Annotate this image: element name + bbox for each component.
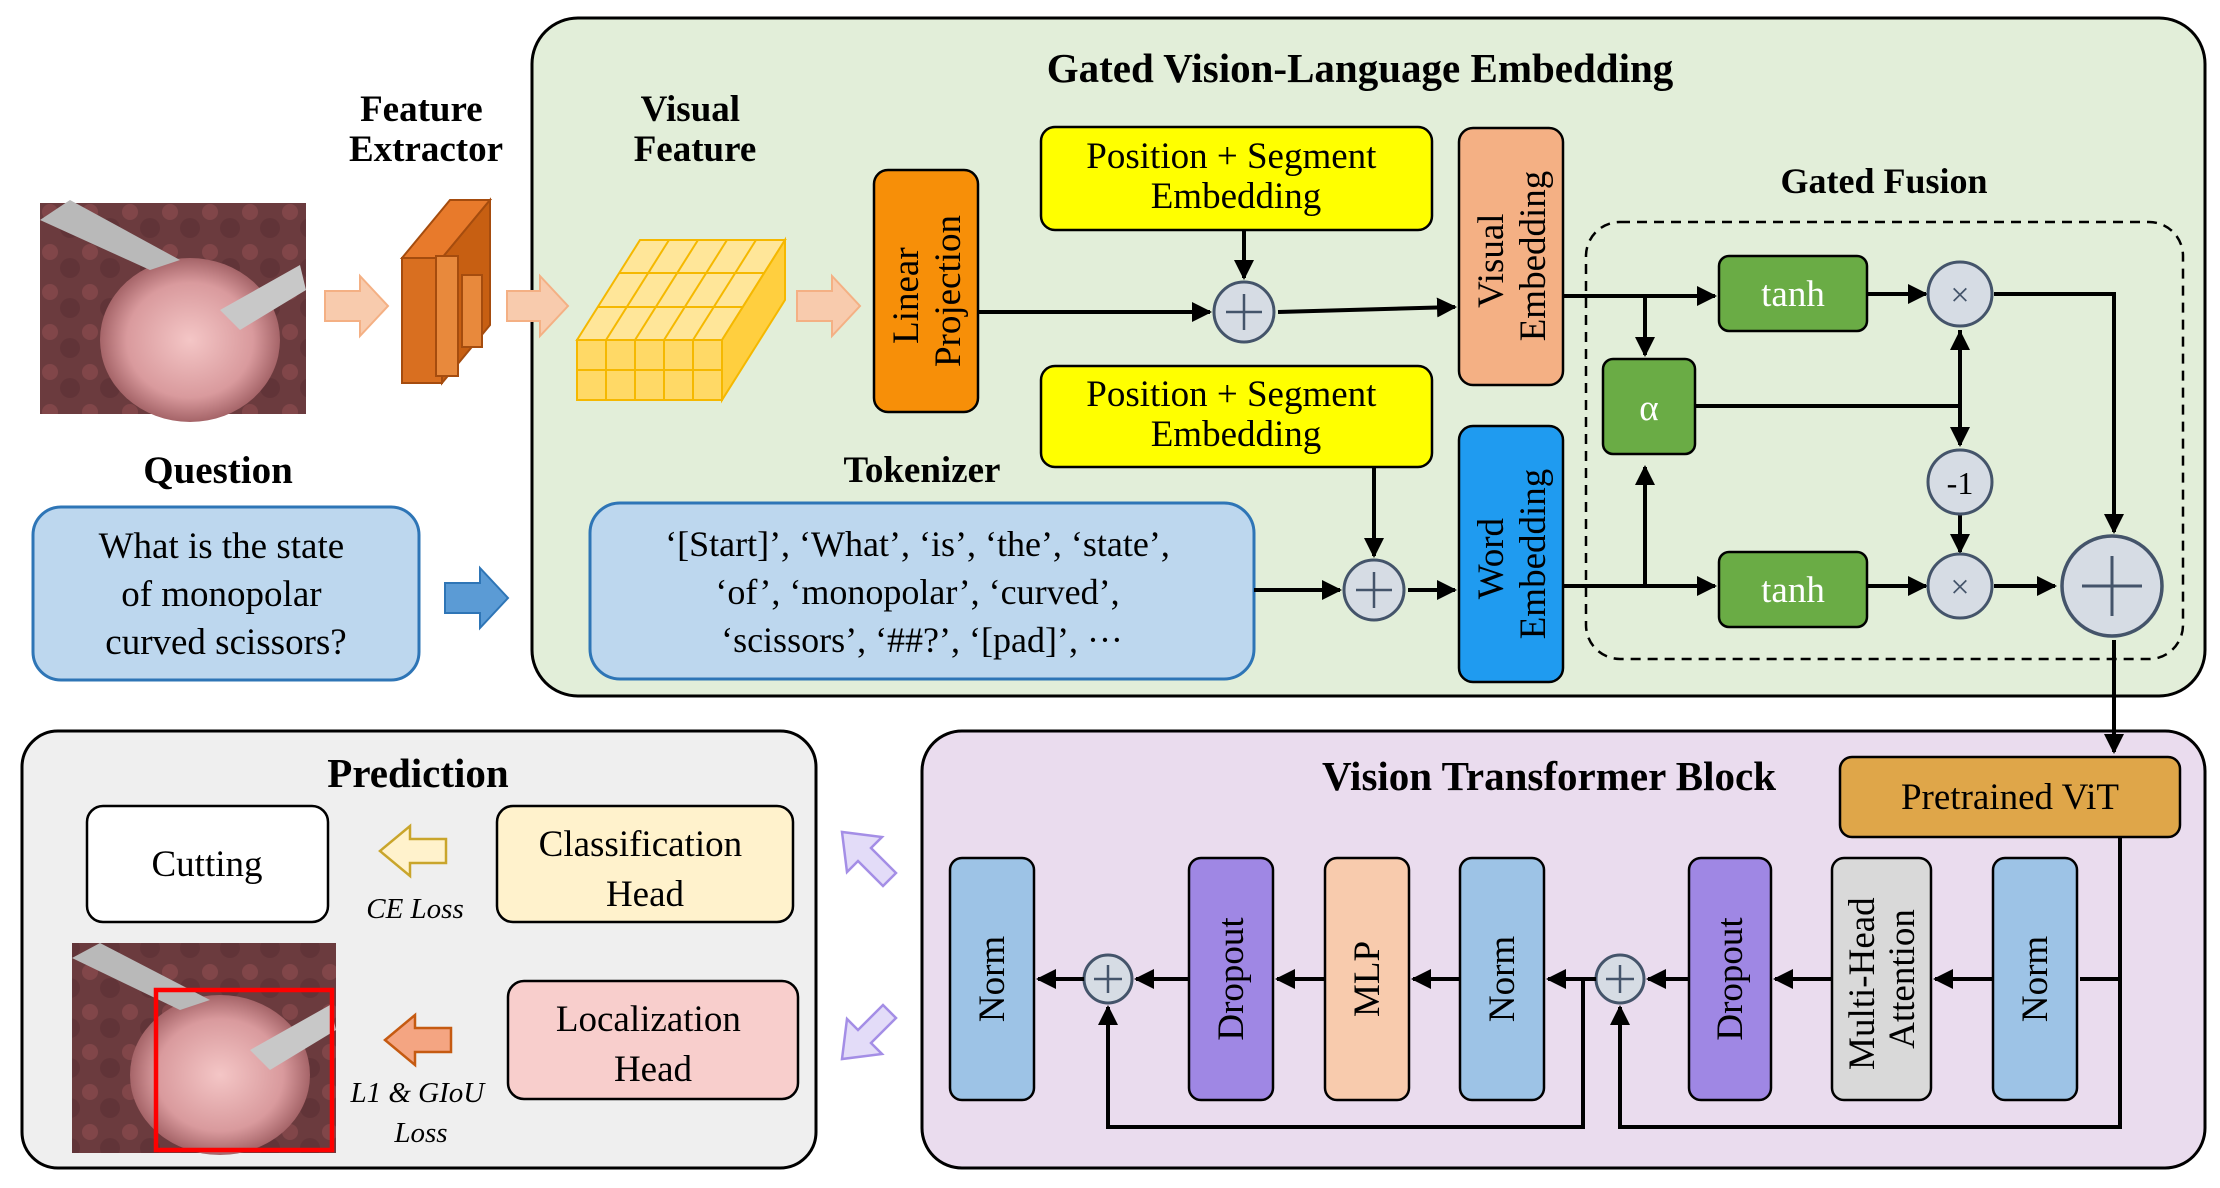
dropout-1-label: Dropout	[1710, 917, 1751, 1041]
alpha-label: α	[1639, 388, 1658, 429]
cutting-label: Cutting	[151, 844, 262, 885]
word-embedding-box	[1457, 424, 1565, 684]
vit-adder-2	[1082, 953, 1134, 1005]
gvle-title: Gated Vision-Language Embedding	[1047, 45, 1674, 91]
vit-adder-1	[1594, 953, 1646, 1005]
adder-top	[1212, 280, 1276, 344]
visual-feature-label: Visual Feature	[634, 89, 757, 170]
feature-extractor-block	[399, 197, 493, 386]
vit-title: Vision Transformer Block	[1322, 753, 1776, 799]
l1-giou-loss-label: L1 & GIoU Loss	[350, 1077, 492, 1149]
mlp-label: MLP	[1347, 941, 1388, 1017]
linear-projection-box	[872, 168, 980, 414]
image-to-extractor-arrow	[324, 273, 390, 339]
fusion-adder	[2060, 534, 2164, 638]
adder-bottom	[1342, 558, 1406, 622]
localization-bbox	[153, 987, 335, 1153]
gvle-connectors	[978, 230, 2124, 754]
prediction-title: Prediction	[327, 750, 509, 796]
linear-projection-label: Linear Projection	[886, 215, 969, 367]
tanh-top-label: tanh	[1761, 274, 1825, 315]
svg-text:-1: -1	[1947, 465, 1974, 501]
feature-extractor-label: Feature Extractor	[349, 89, 503, 170]
pos-seg-embedding-bottom-label: Position + Segment Embedding	[1086, 374, 1385, 455]
ce-loss-label: CE Loss	[366, 893, 464, 925]
alpha-box	[1601, 357, 1697, 456]
norm-2-label: Norm	[1482, 936, 1523, 1023]
extractor-to-feature-arrow	[506, 273, 570, 339]
vit-to-classification-arrow	[840, 830, 898, 888]
vit-to-localization-arrow	[840, 1003, 898, 1061]
multiply-bottom: ×	[1926, 552, 1994, 620]
multiply-top: ×	[1926, 260, 1994, 328]
question-box	[31, 505, 421, 682]
pretrained-vit-box	[1838, 755, 2182, 839]
norm-3-label: Norm	[972, 936, 1013, 1023]
question-title: Question	[143, 449, 293, 492]
pos-seg-embedding-bottom	[1039, 364, 1434, 469]
svg-text:×: ×	[1950, 569, 1969, 606]
tanh-box-top	[1717, 254, 1869, 333]
question-arrow	[444, 565, 510, 631]
pretrained-vit-label: Pretrained ViT	[1901, 777, 2119, 818]
dropout-2-label: Dropout	[1211, 917, 1252, 1041]
vit-connectors	[1036, 837, 2122, 1129]
gated-fusion-title: Gated Fusion	[1780, 161, 1987, 201]
svg-text:×: ×	[1950, 277, 1969, 314]
feature-to-projection-arrow	[796, 273, 862, 339]
surgical-frame-output	[72, 943, 336, 1155]
classification-head-box	[495, 804, 795, 924]
classification-to-answer-arrow	[378, 823, 448, 879]
localization-to-image-arrow	[383, 1012, 453, 1068]
surgical-frame-input	[40, 200, 306, 422]
classification-head-label: Classification Head	[539, 824, 752, 915]
gated-fusion-region	[1584, 220, 2185, 661]
tokenizer-tokens: ‘[Start]’, ‘What’, ‘is’, ‘the’, ‘state’,…	[665, 524, 1179, 660]
norm-1-label: Norm	[2015, 936, 2056, 1023]
pos-seg-embedding-top-label: Position + Segment Embedding	[1086, 136, 1385, 217]
question-text: What is the state of monopolar curved sc…	[99, 526, 354, 663]
visual-embedding-label: Visual Embedding	[1471, 171, 1554, 342]
word-embedding-label: Word Embedding	[1471, 469, 1554, 640]
localization-head-label: Localization Head	[556, 999, 750, 1090]
pos-seg-embedding-top	[1039, 125, 1434, 232]
localization-head-box	[506, 979, 800, 1101]
tanh-box-bottom	[1717, 550, 1869, 629]
tokenizer-title: Tokenizer	[844, 450, 1001, 491]
visual-feature-cubes	[575, 236, 787, 404]
minus-one-node: -1	[1926, 448, 1994, 516]
norm-box-3	[948, 856, 1036, 1102]
tanh-bottom-label: tanh	[1761, 570, 1825, 611]
multi-head-attention-label: Multi-Head Attention	[1842, 888, 1923, 1070]
visual-embedding-box	[1457, 126, 1565, 387]
cutting-answer-box	[85, 804, 330, 924]
